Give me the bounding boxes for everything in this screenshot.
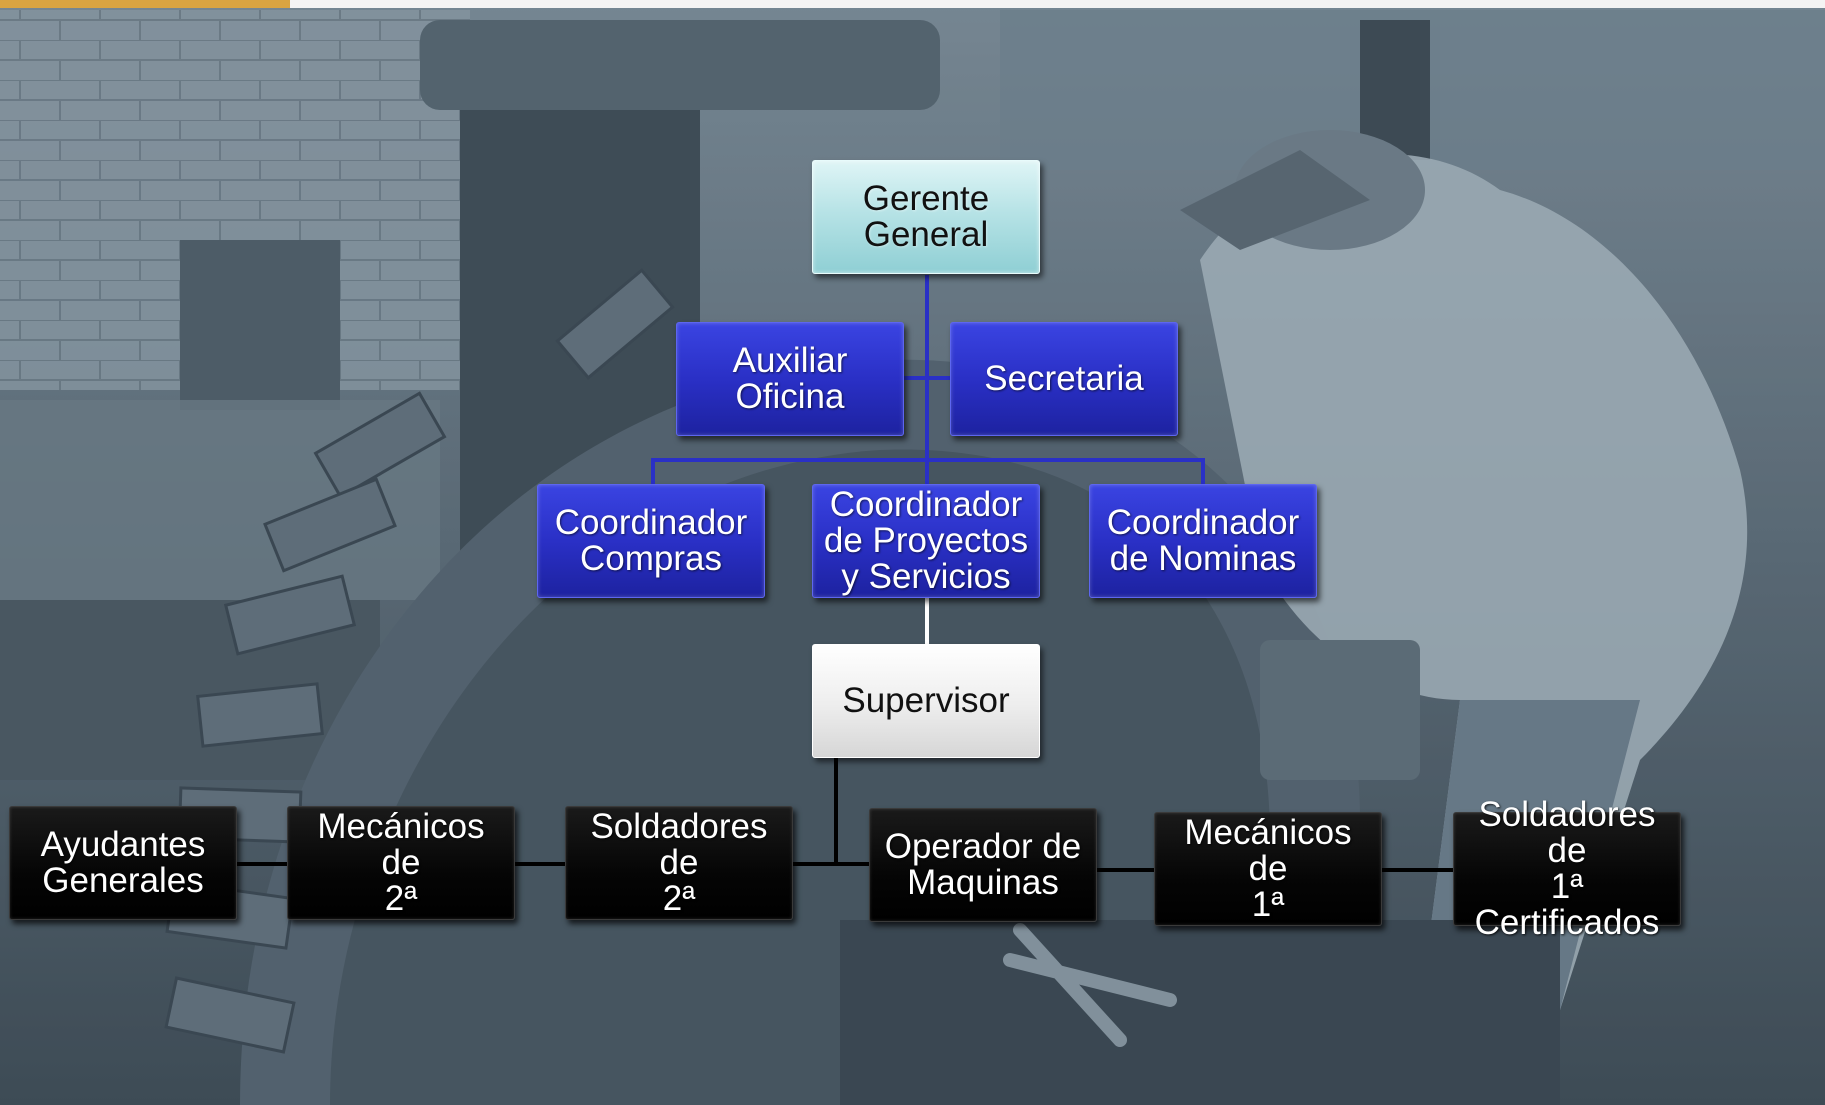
mecanicos-1-label: Mecánicos de 1ª	[1184, 813, 1352, 924]
soldadores-2-box: Soldadores de 2ª	[565, 806, 793, 920]
coordinador-compras-box: Coordinador Compras	[537, 484, 765, 598]
connector-supervisor-to-workers	[834, 758, 838, 866]
operador-maquinas-box: Operador de Maquinas	[869, 808, 1097, 922]
top-border-strip	[0, 0, 1825, 8]
auxiliar-oficina-box: Auxiliar Oficina	[676, 322, 904, 436]
coordinador-compras-label: Coordinador Compras	[554, 503, 748, 578]
soldadores-1-box: Soldadores de 1ª Certificados	[1453, 797, 1681, 941]
coordinador-nominas-label: Coordinador de Nominas	[1106, 503, 1300, 578]
connector-workers-bar-left	[236, 862, 870, 866]
soldadores-2-label: Soldadores de 2ª	[590, 807, 768, 918]
coordinador-proyectos-label: Coordinador de Proyectos y Servicios	[823, 485, 1029, 596]
coordinador-nominas-box: Coordinador de Nominas	[1089, 484, 1317, 598]
gerente-general-box: Gerente General	[812, 160, 1040, 274]
top-accent-bar	[0, 0, 290, 8]
connector-to-coordinador-compras	[651, 458, 655, 484]
ayudantes-generales-box: Ayudantes Generales	[9, 806, 237, 920]
secretaria-label: Secretaria	[984, 359, 1144, 398]
connector-gerente-to-coordinators	[925, 275, 929, 485]
ayudantes-generales-label: Ayudantes Generales	[40, 825, 206, 900]
mecanicos-2-label: Mecánicos de 2ª	[317, 807, 485, 918]
connector-proyectos-to-supervisor	[925, 595, 929, 645]
secretaria-box: Secretaria	[950, 322, 1178, 436]
operador-maquinas-label: Operador de Maquinas	[884, 827, 1082, 902]
supervisor-label: Supervisor	[842, 681, 1010, 720]
connector-coordinators-bar	[651, 458, 1205, 462]
mecanicos-2-box: Mecánicos de 2ª	[287, 806, 515, 920]
gerente-general-label: Gerente General	[862, 179, 990, 254]
coordinador-proyectos-box: Coordinador de Proyectos y Servicios	[812, 484, 1040, 598]
mecanicos-1-box: Mecánicos de 1ª	[1154, 812, 1382, 926]
connector-auxiliar-secretaria	[903, 376, 951, 380]
soldadores-1-label: Soldadores de 1ª Certificados	[1474, 795, 1660, 942]
supervisor-box: Supervisor	[812, 644, 1040, 758]
auxiliar-oficina-label: Auxiliar Oficina	[732, 341, 848, 416]
connector-to-coordinador-nominas	[1201, 458, 1205, 484]
